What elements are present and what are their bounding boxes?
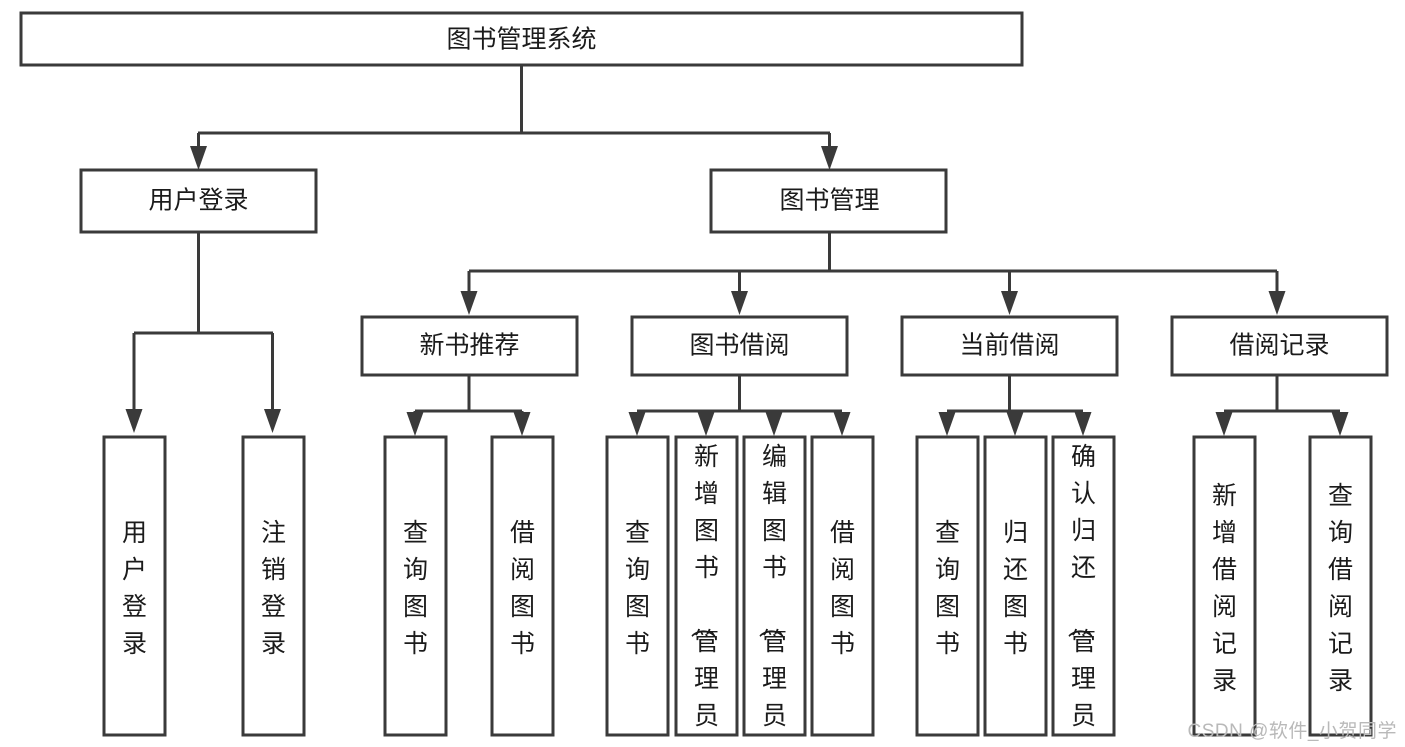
leaf-add-book-box[interactable] (674, 435, 739, 737)
leaf-confirm-return-label: 确认归还（管理员） (1065, 443, 1096, 747)
leaf-borrow-book-2-box[interactable] (810, 435, 875, 737)
leaf-edit-book[interactable]: 编辑图书（管理员） (742, 435, 807, 747)
node-new-book-recommend-label: 新书推荐 (419, 332, 519, 360)
leaf-query-record-box[interactable] (1308, 435, 1373, 737)
node-new-book-recommend-box[interactable] (360, 315, 579, 377)
node-book-management-box[interactable] (709, 168, 948, 234)
connectors-layer (125, 65, 1349, 436)
leaf-query-book-3-label: 查询图书 (935, 519, 960, 658)
arrow-bm-to-book-borrow (731, 291, 748, 315)
arrow-borrow-record-leaf-1 (1215, 412, 1233, 436)
node-user-login-label: 用户登录 (148, 187, 248, 215)
leaf-borrow-book-1-box[interactable] (490, 435, 555, 737)
leaf-borrow-book-2-label: 借阅图书 (830, 519, 855, 658)
leaf-query-record[interactable]: 查询借阅记录 (1308, 435, 1373, 737)
arrow-current-borrow-leaf-2 (1006, 412, 1024, 436)
leaf-confirm-return-box[interactable] (1051, 435, 1116, 737)
leaf-query-record-label: 查询借阅记录 (1328, 482, 1353, 695)
leaf-confirm-return[interactable]: 确认归还（管理员） (1051, 435, 1116, 747)
arrow-book-borrow-leaf-3 (765, 412, 783, 436)
leaf-borrow-book-1[interactable]: 借阅图书 (490, 435, 555, 737)
leaf-add-book[interactable]: 新增图书（管理员） (674, 435, 739, 747)
leaf-add-record-box[interactable] (1192, 435, 1257, 737)
node-root-box[interactable] (19, 11, 1024, 67)
leaf-query-book-1-label: 查询图书 (403, 519, 428, 658)
node-book-borrow[interactable]: 图书借阅 (630, 315, 849, 377)
leaf-query-book-3-box[interactable] (915, 435, 980, 737)
arrow-new-book-leaf-1 (406, 412, 424, 436)
leaf-edit-book-label: 编辑图书（管理员） (756, 443, 787, 747)
leaf-logout-login[interactable]: 注销登录 (241, 435, 306, 737)
arrow-book-borrow-leaf-1 (628, 412, 646, 436)
arrow-new-book-leaf-2 (513, 412, 531, 436)
node-borrow-record[interactable]: 借阅记录 (1170, 315, 1389, 377)
node-new-book-recommend[interactable]: 新书推荐 (360, 315, 579, 377)
leaf-query-book-2-box[interactable] (605, 435, 670, 737)
leaf-user-login-box[interactable] (102, 435, 167, 737)
leaf-query-book-2-label: 查询图书 (625, 519, 650, 658)
node-root-label: 图书管理系统 (446, 26, 596, 54)
arrow-bm-to-borrow-record (1268, 291, 1286, 315)
leaf-query-book-1[interactable]: 查询图书 (383, 435, 448, 737)
node-root[interactable]: 图书管理系统 (19, 11, 1024, 67)
node-current-borrow-label: 当前借阅 (959, 332, 1059, 360)
leaf-borrow-book-1-label: 借阅图书 (510, 519, 535, 658)
node-borrow-record-label: 借阅记录 (1229, 332, 1329, 360)
arrow-current-borrow-leaf-1 (938, 412, 956, 436)
leaf-user-login-label: 用户登录 (122, 519, 147, 658)
node-book-management[interactable]: 图书管理 (709, 168, 948, 234)
leaf-query-book-3[interactable]: 查询图书 (915, 435, 980, 737)
arrow-borrow-record-leaf-2 (1331, 412, 1349, 436)
node-book-borrow-box[interactable] (630, 315, 849, 377)
node-borrow-record-box[interactable] (1170, 315, 1389, 377)
leaf-logout-login-box[interactable] (241, 435, 306, 737)
arrow-bm-to-new-book (460, 291, 478, 315)
arrow-root-to-book-management (821, 146, 838, 170)
arrow-user-login-leaf-2 (264, 409, 281, 433)
arrow-user-login-leaf-1 (125, 409, 143, 433)
leaf-add-record-label: 新增借阅记录 (1212, 482, 1237, 695)
node-book-borrow-label: 图书借阅 (689, 332, 789, 360)
leaf-add-book-label: 新增图书（管理员） (688, 443, 719, 747)
node-book-management-label: 图书管理 (779, 187, 879, 215)
node-current-borrow[interactable]: 当前借阅 (900, 315, 1119, 377)
arrow-book-borrow-leaf-2 (697, 412, 715, 436)
leaf-borrow-book-2[interactable]: 借阅图书 (810, 435, 875, 737)
leaf-query-book-2[interactable]: 查询图书 (605, 435, 670, 737)
leaf-user-login[interactable]: 用户登录 (102, 435, 167, 737)
leaf-return-book[interactable]: 归还图书 (983, 435, 1048, 737)
node-user-login[interactable]: 用户登录 (79, 168, 318, 234)
arrow-book-borrow-leaf-4 (833, 412, 851, 436)
leaf-add-record[interactable]: 新增借阅记录 (1192, 435, 1257, 737)
arrow-root-to-user-login (190, 146, 207, 170)
node-user-login-box[interactable] (79, 168, 318, 234)
leaf-edit-book-box[interactable] (742, 435, 807, 737)
node-current-borrow-box[interactable] (900, 315, 1119, 377)
leaf-logout-login-label: 注销登录 (261, 519, 286, 658)
leaf-return-book-box[interactable] (983, 435, 1048, 737)
leaf-return-book-label: 归还图书 (1003, 519, 1028, 658)
arrow-current-borrow-leaf-3 (1074, 412, 1092, 436)
leaf-query-book-1-box[interactable] (383, 435, 448, 737)
arrow-bm-to-current-borrow (1001, 291, 1018, 315)
